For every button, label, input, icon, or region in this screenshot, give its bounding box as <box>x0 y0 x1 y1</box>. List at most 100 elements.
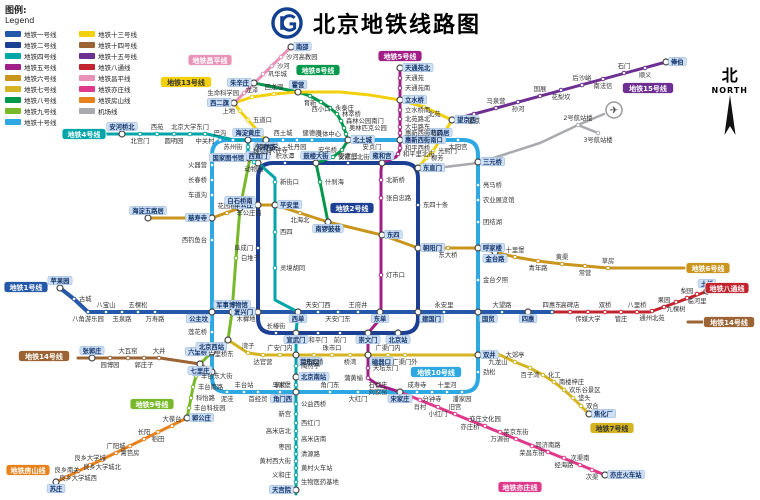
station-五棵松[interactable] <box>135 309 141 315</box>
station-湾子[interactable] <box>245 350 251 356</box>
station-果园[interactable] <box>661 304 667 310</box>
station-北京南站[interactable] <box>292 373 300 381</box>
station-林萃桥[interactable] <box>334 111 340 117</box>
station-森林公园南门[interactable] <box>338 118 344 124</box>
station-成寿寺[interactable] <box>414 389 420 395</box>
station-天通苑北[interactable] <box>396 64 404 72</box>
station-西四[interactable] <box>272 229 278 235</box>
station-张自忠路[interactable] <box>378 195 384 201</box>
station-团结湖[interactable] <box>475 219 481 225</box>
station-沙河[interactable] <box>269 63 275 69</box>
station-鼓楼大街[interactable] <box>312 159 320 167</box>
station-和平里北街[interactable] <box>395 151 401 157</box>
station-亦庄文化园[interactable] <box>482 423 488 429</box>
station-生物医药基地[interactable] <box>293 479 299 485</box>
station-西红门[interactable] <box>293 420 299 426</box>
station-北京大学东门[interactable] <box>187 131 193 137</box>
station-北海北[interactable] <box>297 210 303 216</box>
station-八宝山[interactable] <box>103 309 109 315</box>
station-光熙门[interactable] <box>430 148 436 154</box>
station-北京西站[interactable] <box>224 336 232 344</box>
station-广安门内[interactable] <box>277 352 283 358</box>
station-三元桥[interactable] <box>474 158 482 166</box>
station-垡头[interactable] <box>570 395 576 401</box>
station-次渠南[interactable] <box>577 462 583 468</box>
station-黄村西大街[interactable] <box>293 458 299 464</box>
station-青年路[interactable] <box>535 258 541 264</box>
station-北苑[interactable] <box>421 104 427 110</box>
station-菜市口[interactable] <box>292 351 300 359</box>
station-西钓鱼台[interactable] <box>209 237 215 243</box>
station-大望路[interactable] <box>499 309 505 315</box>
station-稻田[interactable] <box>155 429 161 435</box>
station-虎坊桥[interactable] <box>311 352 317 358</box>
station-篱笆房[interactable] <box>127 443 133 449</box>
station-枣园[interactable] <box>293 444 299 450</box>
station-雍和宫[interactable] <box>378 159 386 167</box>
station-柳芳[interactable] <box>423 155 429 161</box>
station-通州北苑[interactable] <box>649 308 655 314</box>
station-五道口[interactable] <box>245 117 251 123</box>
station-传媒大学[interactable] <box>585 309 591 315</box>
station-龙泽[interactable] <box>249 94 255 100</box>
station-公主坟[interactable] <box>208 308 216 316</box>
station-巩华城[interactable] <box>260 71 266 77</box>
station-大屯路东[interactable] <box>397 124 403 130</box>
station-广阳城[interactable] <box>113 450 119 456</box>
station-大红门[interactable] <box>355 389 361 395</box>
station-百子湾[interactable] <box>527 365 533 371</box>
station-苹果园[interactable] <box>56 284 64 292</box>
station-西苑[interactable] <box>154 131 160 137</box>
station-双井[interactable] <box>474 351 482 359</box>
station-角门东[interactable] <box>327 389 333 395</box>
station-双合[interactable] <box>578 403 584 409</box>
station-分钟寺[interactable] <box>429 389 435 395</box>
station-火器营[interactable] <box>209 162 215 168</box>
station-东四[interactable] <box>378 231 386 239</box>
station-西小口[interactable] <box>318 99 324 105</box>
station-生命科学园[interactable] <box>241 90 247 96</box>
station-天宫院[interactable] <box>292 486 300 494</box>
station-前门[interactable] <box>337 330 343 336</box>
station-国贸[interactable] <box>474 308 482 316</box>
station-双桥[interactable] <box>602 309 608 315</box>
station-惠新西街南口[interactable] <box>396 136 404 144</box>
station-广渠门外[interactable] <box>402 352 408 358</box>
station-南法信[interactable] <box>600 76 606 82</box>
station-九棵树[interactable] <box>673 299 679 305</box>
station-劲松[interactable] <box>475 369 481 375</box>
station-灵境胡同[interactable] <box>272 265 278 271</box>
station-常营[interactable] <box>582 263 588 269</box>
station-安华桥[interactable] <box>339 147 345 153</box>
station-平安里[interactable] <box>271 201 279 209</box>
station-广渠门内[interactable] <box>385 352 391 358</box>
station-奥体中心[interactable] <box>343 131 349 137</box>
station-东大桥[interactable] <box>445 245 451 251</box>
station-苏州街[interactable] <box>230 137 236 143</box>
station-十里河[interactable] <box>444 389 450 395</box>
station-蒲黄榆[interactable] <box>365 375 371 381</box>
station-天通苑南[interactable] <box>397 85 403 91</box>
station-十里堡[interactable] <box>512 254 518 260</box>
station-张郭庄[interactable] <box>88 354 96 362</box>
station-万寿路[interactable] <box>152 309 158 315</box>
station-磁器口[interactable] <box>364 351 372 359</box>
station-奥林匹克公园[interactable] <box>341 125 347 131</box>
station-积水潭[interactable] <box>282 160 288 166</box>
station-陶然亭[interactable] <box>293 363 299 369</box>
station-东四十条[interactable] <box>415 202 421 208</box>
station-草房[interactable] <box>605 265 611 271</box>
station-大瓦窑[interactable] <box>125 355 131 361</box>
station-清源路[interactable] <box>293 451 299 457</box>
station-桥湾[interactable] <box>347 352 353 358</box>
station-惠新西街北口[interactable] <box>397 130 403 136</box>
station-八角游乐园[interactable] <box>85 309 91 315</box>
station-顺义[interactable] <box>642 65 648 71</box>
station-经海路[interactable] <box>561 455 567 461</box>
station-沙河高教园[interactable] <box>278 54 284 60</box>
station-朝阳门[interactable] <box>414 244 422 252</box>
station-复兴门[interactable] <box>254 308 262 316</box>
station-白堆子[interactable] <box>233 255 239 261</box>
station-荣昌东街[interactable] <box>529 443 535 449</box>
station-朱辛庄[interactable] <box>250 79 258 87</box>
